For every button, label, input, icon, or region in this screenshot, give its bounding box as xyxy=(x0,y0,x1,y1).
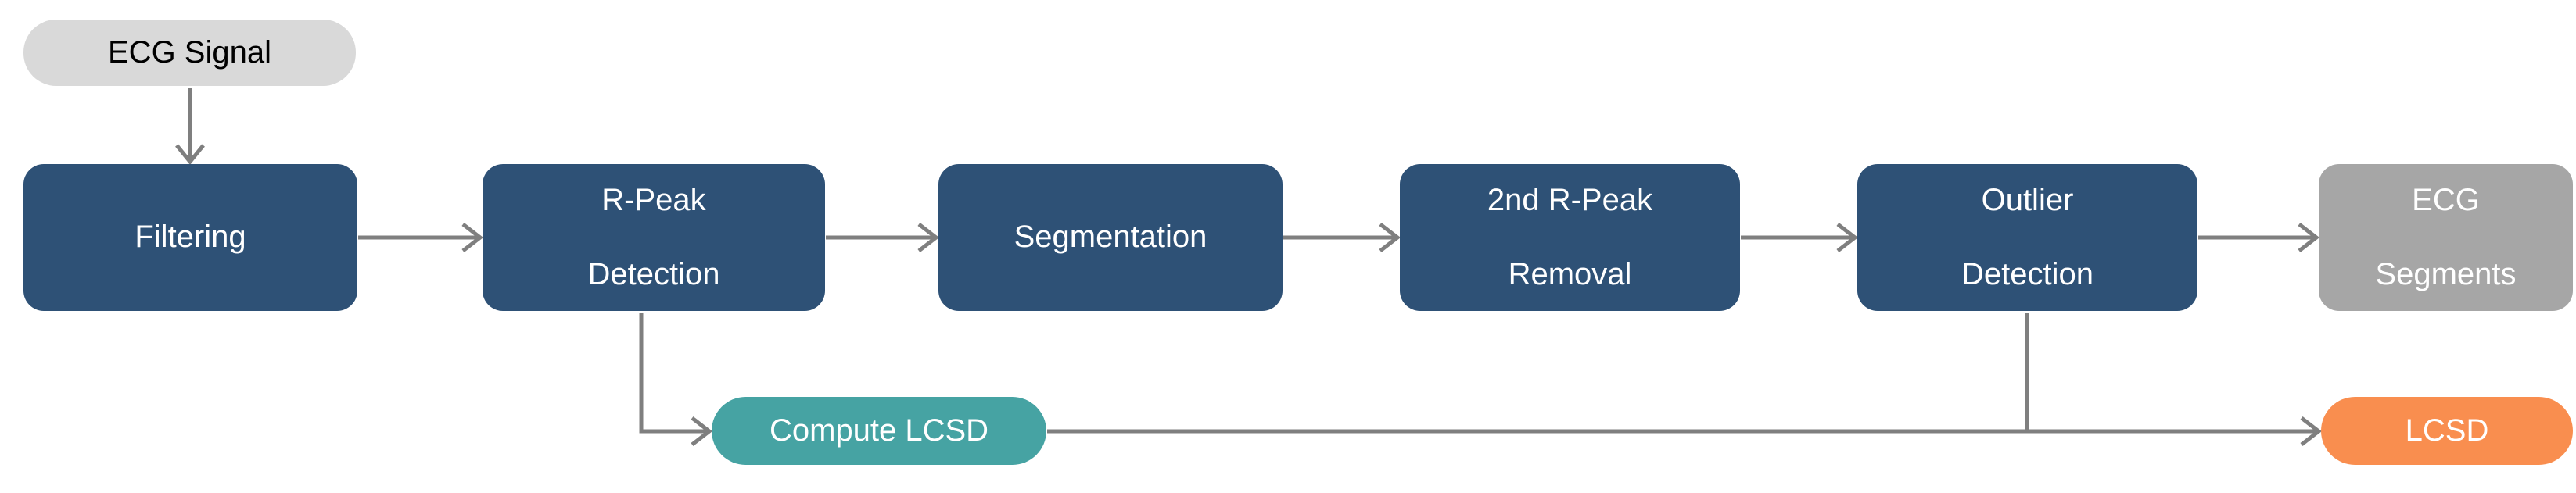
node-ecg-segments-line-2: Segments xyxy=(2375,256,2517,291)
edge-ecg-signal-to-filtering xyxy=(175,88,205,165)
node-ecg-segments-label: ECG Segments xyxy=(2359,182,2531,293)
edge-outlier-detection-to-ecg-segments xyxy=(2198,223,2320,252)
node-lcsd-label: LCSD xyxy=(2405,413,2489,448)
node-filtering-label: Filtering xyxy=(135,220,246,255)
node-second-r-peak-removal-label: 2nd R-Peak Removal xyxy=(1472,182,1668,293)
node-segmentation-label: Segmentation xyxy=(1014,220,1207,255)
node-second-r-peak-removal-line-2: Removal xyxy=(1508,256,1632,291)
node-lcsd[interactable]: LCSD xyxy=(2321,397,2573,465)
node-ecg-signal-label: ECG Signal xyxy=(108,34,271,70)
node-r-peak-detection-line-1: R-Peak xyxy=(601,183,706,218)
node-segmentation[interactable]: Segmentation xyxy=(938,164,1283,311)
edge-compute-lcsd-to-lcsd xyxy=(1047,416,2323,446)
node-ecg-segments[interactable]: ECG Segments xyxy=(2319,164,2573,311)
node-r-peak-detection[interactable]: R-Peak Detection xyxy=(483,164,825,311)
node-outlier-detection[interactable]: Outlier Detection xyxy=(1857,164,2197,311)
node-compute-lcsd[interactable]: Compute LCSD xyxy=(712,397,1046,465)
edge-segmentation-to-second-r-peak-removal xyxy=(1283,223,1401,252)
node-outlier-detection-line-2: Detection xyxy=(1961,256,2093,291)
node-outlier-detection-line-1: Outlier xyxy=(1981,183,2074,218)
node-second-r-peak-removal[interactable]: 2nd R-Peak Removal xyxy=(1400,164,1740,311)
edge-r-peak-detection-to-compute-lcsd xyxy=(639,313,713,446)
edge-second-r-peak-removal-to-outlier-detection xyxy=(1741,223,1859,252)
edge-filtering-to-r-peak-detection xyxy=(358,223,484,252)
node-outlier-detection-label: Outlier Detection xyxy=(1946,182,2109,293)
node-filtering[interactable]: Filtering xyxy=(23,164,357,311)
node-second-r-peak-removal-line-1: 2nd R-Peak xyxy=(1487,183,1653,218)
node-compute-lcsd-label: Compute LCSD xyxy=(769,413,989,448)
edge-r-peak-detection-to-segmentation xyxy=(826,223,940,252)
node-r-peak-detection-label: R-Peak Detection xyxy=(572,182,736,293)
node-r-peak-detection-line-2: Detection xyxy=(587,256,720,291)
node-ecg-signal[interactable]: ECG Signal xyxy=(23,20,356,86)
node-ecg-segments-line-1: ECG xyxy=(2412,183,2480,218)
